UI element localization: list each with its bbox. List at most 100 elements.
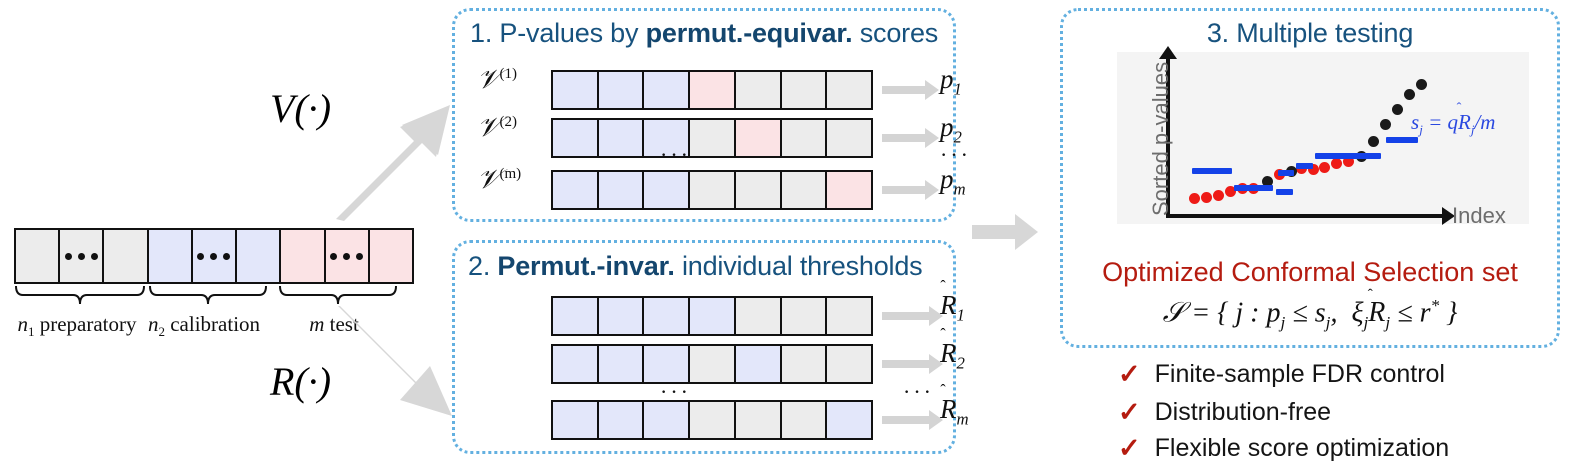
panel-2-row-strip-2 bbox=[551, 400, 873, 440]
panel-1-cell-2-3 bbox=[690, 172, 736, 208]
pvalue-dot-selected-3 bbox=[1224, 185, 1236, 197]
panel-1-row-arrow-2 bbox=[882, 180, 939, 200]
ellipsis-dots-icon bbox=[330, 252, 364, 260]
panel-2-cell-2-6 bbox=[827, 402, 872, 438]
panel-2-output-ellipsis: ··· bbox=[903, 379, 934, 404]
panel-2-cell-0-1 bbox=[598, 298, 645, 334]
panel-2-cell-1-5 bbox=[781, 346, 828, 382]
panel-1-row-arrow-1 bbox=[882, 128, 939, 148]
pvalue-dot-unselected-4 bbox=[1380, 119, 1392, 131]
data-cell-2 bbox=[104, 230, 149, 282]
panel-2-title-suffix: individual thresholds bbox=[674, 251, 923, 281]
panel-1-cell-2-0 bbox=[553, 172, 599, 208]
check-icon: ✓ bbox=[1118, 397, 1141, 427]
panel-2-row-arrow-0 bbox=[882, 306, 943, 326]
data-cell-0 bbox=[16, 230, 61, 282]
panel-2-cell-1-0 bbox=[553, 346, 599, 382]
data-cell-6 bbox=[281, 230, 326, 282]
pipeline-arrow bbox=[972, 214, 1038, 250]
benefit-label-2: Flexible score optimization bbox=[1154, 434, 1450, 462]
panel-2-cell-2-0 bbox=[553, 402, 599, 438]
panel-2-output-1: R̂2 bbox=[940, 338, 965, 373]
panel-multiple-testing bbox=[1060, 8, 1560, 348]
panel-1-cell-2-1 bbox=[598, 172, 645, 208]
strip-group-label-2: m test bbox=[276, 312, 392, 337]
panel-1-cell-2-6 bbox=[827, 172, 872, 208]
panel-1-output-1: p2 bbox=[940, 112, 962, 147]
benefit-label-1: Distribution-free bbox=[1154, 398, 1332, 426]
panel-2-title-bold: Permut.-invar. bbox=[497, 251, 675, 281]
transform-arrow-down bbox=[338, 306, 452, 416]
panel-1-cell-0-3 bbox=[690, 72, 736, 108]
panel-1-title-prefix: 1. P-values by bbox=[470, 18, 646, 48]
panel-2-row-arrow-1 bbox=[882, 354, 943, 374]
y-axis bbox=[1159, 46, 1177, 218]
panel-1-cell-0-1 bbox=[598, 72, 645, 108]
panel-1-output-ellipsis: ··· bbox=[940, 142, 971, 167]
panel-1-row-ellipsis: ··· bbox=[660, 142, 691, 167]
panel-1-cell-0-6 bbox=[827, 72, 872, 108]
pvalue-dot-selected-8 bbox=[1307, 164, 1319, 176]
panel-1-cell-0-2 bbox=[644, 72, 691, 108]
pvalue-dot-selected-2 bbox=[1213, 190, 1224, 202]
benefit-item-0: ✓ Finite-sample FDR control bbox=[1118, 360, 1445, 389]
threshold-segment-3 bbox=[1277, 169, 1295, 176]
panel-2-cell-2-1 bbox=[598, 402, 645, 438]
panel-2-output-0: R̂1 bbox=[940, 290, 965, 325]
pvalue-dot-unselected-5 bbox=[1391, 104, 1403, 116]
check-icon: ✓ bbox=[1118, 433, 1141, 463]
pvalue-dot-selected-9 bbox=[1319, 161, 1331, 173]
threshold-segment-2 bbox=[1275, 188, 1293, 195]
strip-group-label-0: n1 preparatory bbox=[16, 312, 138, 340]
panel-2-cell-1-2 bbox=[644, 346, 691, 382]
strip-group-label-1: n2 calibration bbox=[146, 312, 262, 340]
panel-1-cell-2-4 bbox=[735, 172, 782, 208]
selection-set-heading: Optimized Conformal Selection set bbox=[1102, 257, 1518, 287]
threshold-segment-4 bbox=[1296, 162, 1313, 169]
strip-group-symbol-1: n bbox=[147, 312, 159, 336]
panel-1-output-2: pm bbox=[940, 164, 966, 199]
strip-group-symbol-2: m bbox=[309, 312, 325, 336]
panel-2-cell-1-6 bbox=[827, 346, 872, 382]
strip-group-symbol-0: n bbox=[17, 312, 28, 336]
ellipsis-dots-icon bbox=[64, 252, 98, 260]
panel-1-cell-1-3 bbox=[690, 120, 736, 156]
strip-group-text-0: preparatory bbox=[34, 312, 137, 336]
panel-2-cell-1-1 bbox=[598, 346, 645, 382]
threshold-segment-5 bbox=[1314, 152, 1381, 159]
panel-1-cell-0-4 bbox=[735, 72, 782, 108]
panel-1-row-strip-1 bbox=[551, 118, 873, 158]
panel-1-title: 1. P-values by permut.-equivar. scores bbox=[470, 18, 938, 49]
panel-1-cell-1-0 bbox=[553, 120, 599, 156]
panel-1-cell-2-2 bbox=[644, 172, 691, 208]
panel-2-cell-2-5 bbox=[781, 402, 828, 438]
y-axis-label: Sorted p-values bbox=[1148, 61, 1173, 216]
panel-2-cell-1-3 bbox=[690, 346, 736, 382]
ellipsis-dots-icon bbox=[197, 252, 231, 260]
data-split-strip bbox=[14, 228, 414, 284]
panel-2-cell-2-2 bbox=[644, 402, 691, 438]
benefit-label-0: Finite-sample FDR control bbox=[1154, 360, 1445, 388]
panel-2-cell-0-2 bbox=[644, 298, 691, 334]
check-icon: ✓ bbox=[1118, 359, 1141, 389]
panel-2-row-arrow-2 bbox=[882, 410, 943, 430]
pvalue-dot-unselected-0 bbox=[1261, 175, 1273, 187]
panel-2-title-prefix: 2. bbox=[468, 251, 498, 281]
panel-pvalues bbox=[452, 8, 956, 222]
strip-group-text-2: test bbox=[324, 312, 359, 336]
pvalue-dot-selected-1 bbox=[1201, 191, 1213, 203]
data-cell-4 bbox=[192, 230, 238, 282]
transform-label-R-text: R(·) bbox=[270, 359, 332, 404]
panel-2-title: 2. Permut.-invar. individual thresholds bbox=[468, 251, 923, 282]
panel-2-output-2: R̂m bbox=[940, 394, 969, 429]
pvalue-dot-unselected-7 bbox=[1415, 78, 1427, 90]
panel-1-cell-1-5 bbox=[781, 120, 828, 156]
selection-set-formula: 𝒮 = { j : pj ≤ sj, ξjR̂j ≤ r* } bbox=[1162, 296, 1458, 332]
threshold-segment-1 bbox=[1233, 185, 1273, 192]
pvalue-dot-unselected-3 bbox=[1368, 136, 1380, 148]
panel-2-cell-0-6 bbox=[827, 298, 872, 334]
x-axis bbox=[1166, 207, 1455, 225]
strip-group-text-1: calibration bbox=[164, 312, 261, 336]
panel-1-title-suffix: scores bbox=[852, 18, 939, 48]
